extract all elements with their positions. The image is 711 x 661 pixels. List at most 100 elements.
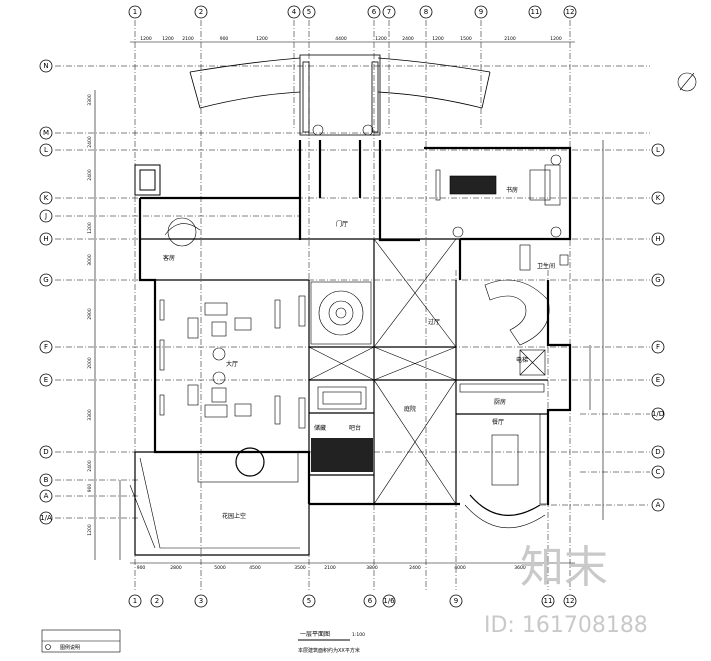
room-label-bar: 吧台 [349,424,361,432]
drawing-title-block: 一层平面图 1:100 本层建筑面积约为XX平方米 [298,631,365,654]
svg-text:1/D: 1/D [652,410,664,418]
svg-text:L: L [656,146,660,154]
bottom-dimension-labels: 900 2800 5000 4500 3500 2100 3800 2400 4… [137,565,526,571]
grid-bubble: L [651,143,665,157]
grid-bubble: G [651,273,665,287]
dim-label: 2800 [170,565,182,571]
room-label-bath: 卫生间 [537,262,555,270]
grid-bubble: 3 [194,594,208,608]
grid-bubble: 8 [419,5,433,19]
dining-furniture [464,434,546,529]
grid-bubble: H [39,232,53,246]
watermark-id: ID: 161708188 [484,613,648,638]
legend-box: 图例说明 [41,629,121,653]
dim-label: 2900 [87,308,93,320]
study-furniture [435,164,561,206]
grid-bubble: G [39,273,53,287]
left-grid-bubbles: N M L K J H G F E D B A 1/A [39,59,53,525]
svg-text:2: 2 [199,8,203,16]
svg-text:11: 11 [531,8,540,16]
grid-bubble: K [651,191,665,205]
atrium-feature [310,281,372,345]
grid-bubble: 9 [474,5,488,19]
room-label-living-room: 大厅 [226,360,238,368]
svg-text:5: 5 [307,597,311,605]
grid-bubble: D [651,445,665,459]
grid-bubble: A [39,489,53,503]
grid-bubble: 1/A [39,511,53,525]
dim-label: 3500 [294,565,306,571]
grid-bubble: 5 [302,5,316,19]
room-label-stair-hall: 过厅 [428,318,440,326]
svg-text:3: 3 [199,597,203,605]
grid-bubble: 12 [563,594,577,608]
living-room-furniture [159,295,306,429]
grid-bubble: 2 [150,594,164,608]
svg-text:F: F [656,343,660,351]
watermark-brand: 知末 [520,542,608,593]
dim-label: 1200 [87,222,93,234]
dim-label: 2400 [402,36,414,42]
grid-bubble: 7 [382,5,396,19]
dim-label: 2400 [87,136,93,148]
svg-text:8: 8 [424,8,428,16]
grid-bubble: C [651,465,665,479]
svg-text:9: 9 [454,597,458,605]
dim-label: 2000 [87,357,93,369]
svg-text:12: 12 [566,597,575,605]
dim-label: 5000 [214,565,226,571]
svg-text:12: 12 [566,8,575,16]
svg-text:9: 9 [479,8,483,16]
dim-label: 1200 [140,36,152,42]
grid-bubble: 1 [128,5,142,19]
kitchen-counters [459,383,549,505]
svg-text:L: L [44,146,48,154]
grid-bubble: 11 [541,594,555,608]
dim-label: 3600 [514,565,526,571]
svg-text:H: H [43,235,48,243]
dim-label: 1200 [256,36,268,42]
legend-label: 图例说明 [60,644,80,651]
room-label-lift: 电梯 [516,356,528,364]
grid-bubble: F [39,340,53,354]
svg-text:6: 6 [372,8,377,16]
svg-text:H: H [655,235,660,243]
svg-text:G: G [43,276,48,284]
grid-bubble: A [651,498,665,512]
svg-text:6: 6 [368,597,373,605]
grid-bubble: 6 [363,594,377,608]
grid-bubble: 12 [563,5,577,19]
dim-label: 2100 [182,36,194,42]
svg-text:D: D [43,448,48,456]
grid-bubble: F [651,340,665,354]
svg-text:G: G [655,276,660,284]
svg-text:B: B [44,476,49,484]
svg-text:A: A [656,501,661,509]
drawing-title: 一层平面图 [300,631,330,638]
dim-label: 2100 [504,36,516,42]
drawing-subtitle: 本层建筑面积约为XX平方米 [298,647,360,654]
grid-bubble: N [39,59,53,73]
dim-label: 900 [137,565,146,571]
svg-text:2: 2 [155,597,159,605]
grid-bubble: D [39,445,53,459]
foyer-console [317,386,367,410]
svg-text:E: E [656,376,660,384]
room-label-study: 书房 [506,186,518,194]
dim-label: 1200 [162,36,174,42]
svg-text:N: N [43,62,48,70]
dim-label: 4400 [335,36,347,42]
grid-bubble: H [651,232,665,246]
svg-text:11: 11 [544,597,553,605]
west-wing [134,164,161,196]
dim-label: 1200 [432,36,444,42]
svg-text:E: E [44,376,48,384]
room-label-guest-room: 客房 [163,254,175,262]
grid-bubble: 9 [449,594,463,608]
dim-label: 900 [220,36,229,42]
dim-label: 2400 [409,565,421,571]
svg-text:4: 4 [292,8,297,16]
room-label-dining: 餐厅 [492,418,504,426]
svg-text:A: A [44,492,49,500]
